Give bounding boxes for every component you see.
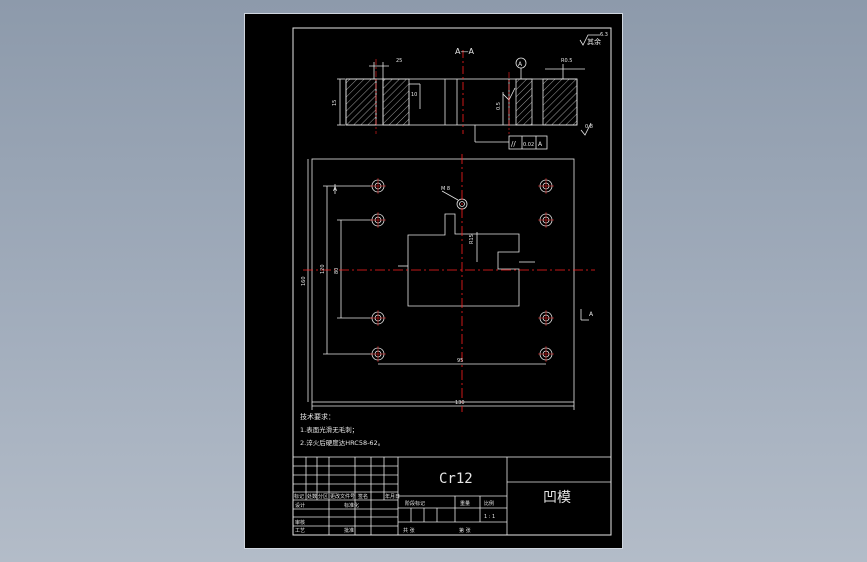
surface-finish: 0.8 bbox=[585, 124, 593, 130]
title-scale: 1 : 1 bbox=[484, 514, 495, 520]
tolerance-frame bbox=[508, 135, 548, 150]
plate-outline bbox=[311, 158, 575, 403]
tech-req-item-1: 1.表面光滑无毛刺； bbox=[300, 425, 358, 434]
label-review: 审核 bbox=[295, 519, 305, 526]
drawing-sheet: A—A 其余 6.3 A 25 15 10 R0.5 0.5 // 0.02 A… bbox=[244, 13, 623, 549]
label-stage: 阶段标记 bbox=[405, 500, 425, 507]
label-mark: 标记 bbox=[294, 493, 304, 500]
dim-step: 10 bbox=[411, 92, 417, 98]
hatch-left-inner bbox=[382, 78, 410, 126]
label-scale: 比例 bbox=[484, 500, 494, 507]
dim-height-inner: 80 bbox=[334, 268, 340, 274]
dim-slot: R15 bbox=[469, 234, 475, 244]
dim-top-right: R0.5 bbox=[561, 58, 572, 64]
label-process: 工艺 bbox=[295, 528, 305, 534]
dim-width-outer: 130 bbox=[455, 400, 465, 406]
dim-height: 15 bbox=[332, 100, 338, 106]
label-count: 处数 bbox=[307, 493, 317, 500]
tolerance-value: 0.02 bbox=[523, 142, 534, 148]
label-weight: 重量 bbox=[460, 500, 470, 507]
section-label: A—A bbox=[455, 47, 474, 56]
label-designer: 设计 bbox=[295, 502, 305, 509]
label-sheet-num: 第 张 bbox=[459, 527, 471, 534]
hole-callout: M 8 bbox=[441, 186, 450, 192]
cad-drawing: A—A 其余 6.3 A 25 15 10 R0.5 0.5 // 0.02 A… bbox=[292, 27, 612, 536]
dim-height-mid: 120 bbox=[320, 264, 326, 274]
datum-label: A bbox=[518, 61, 523, 68]
section-mark-top: A bbox=[333, 186, 338, 193]
hatch-right bbox=[542, 78, 578, 126]
hole-centermarks bbox=[370, 178, 554, 362]
tolerance-datum: A bbox=[538, 141, 543, 148]
title-block bbox=[292, 456, 612, 536]
roughness-value: 6.3 bbox=[600, 32, 608, 38]
plan-view bbox=[307, 158, 589, 410]
roughness-note: 其余 bbox=[587, 37, 601, 46]
label-zone: 分区 bbox=[318, 493, 328, 500]
tech-req-heading: 技术要求： bbox=[300, 412, 335, 421]
label-approve: 批准 bbox=[344, 527, 354, 534]
label-signature: 签名 bbox=[358, 493, 368, 500]
tolerance-symbol: // bbox=[511, 140, 516, 148]
dim-height-outer: 160 bbox=[301, 276, 307, 286]
section-mark-right: A bbox=[589, 311, 594, 318]
dim-top-left: 25 bbox=[396, 58, 402, 64]
label-sheet-total: 共 张 bbox=[403, 527, 415, 534]
dim-width-inner: 95 bbox=[457, 358, 463, 364]
dim-side: 0.5 bbox=[496, 102, 502, 110]
label-change-doc: 更改文件号 bbox=[330, 493, 355, 500]
cavity-outline bbox=[407, 213, 520, 307]
label-standard: 标准化 bbox=[344, 502, 359, 509]
title-material: Cr12 bbox=[439, 471, 473, 487]
label-date: 年月日 bbox=[385, 493, 400, 500]
tech-req-item-2: 2.淬火后硬度达HRC58-62。 bbox=[300, 438, 384, 447]
title-part-name: 凹模 bbox=[543, 490, 571, 506]
hatch-left-outer bbox=[345, 78, 377, 126]
